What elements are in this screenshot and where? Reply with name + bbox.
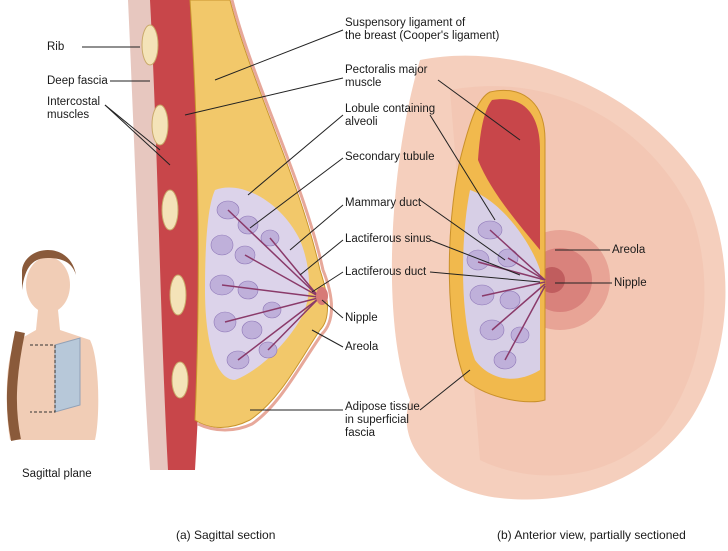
skin-a — [197, 0, 333, 432]
label-nipple-a: Nipple — [345, 312, 378, 324]
nipple-a — [316, 287, 328, 305]
label-secondary-tubule: Secondary tubule — [345, 151, 435, 163]
caption-b: (b) Anterior view, partially sectioned — [497, 528, 686, 542]
sagittal-plane-marker — [54, 337, 81, 413]
label-deep-fascia: Deep fascia — [47, 75, 108, 87]
leader-lines — [82, 29, 612, 411]
label-pectoralis-major: Pectoralis major muscle — [345, 64, 428, 89]
glandular-region — [205, 187, 309, 380]
label-sagittal-plane: Sagittal plane — [22, 468, 92, 480]
label-areola-a: Areola — [345, 341, 379, 353]
anterior-view-illustration — [391, 55, 726, 500]
label-intercostal-muscles: Intercostal muscles — [47, 96, 101, 121]
label-areola-b: Areola — [612, 244, 646, 256]
label-lobule: Lobule containing alveoli — [345, 103, 436, 128]
label-lactiferous-duct: Lactiferous duct — [345, 266, 427, 278]
label-lactiferous-sinus: Lactiferous sinus — [345, 233, 432, 245]
label-mammary-duct: Mammary duct — [345, 197, 422, 209]
pectoralis-b — [478, 99, 540, 250]
label-suspensory-ligament: Suspensory ligament of the breast (Coope… — [345, 17, 500, 42]
ducts-a — [221, 209, 319, 361]
label-adipose-tissue: Adipose tissue in superficial fascia — [345, 401, 420, 439]
label-rib: Rib — [47, 41, 65, 53]
sagittal-section-illustration — [128, 0, 333, 470]
label-nipple-b: Nipple — [614, 277, 647, 289]
woman-figure — [6, 250, 99, 441]
ribs — [141, 24, 189, 399]
caption-a: (a) Sagittal section — [176, 528, 276, 542]
